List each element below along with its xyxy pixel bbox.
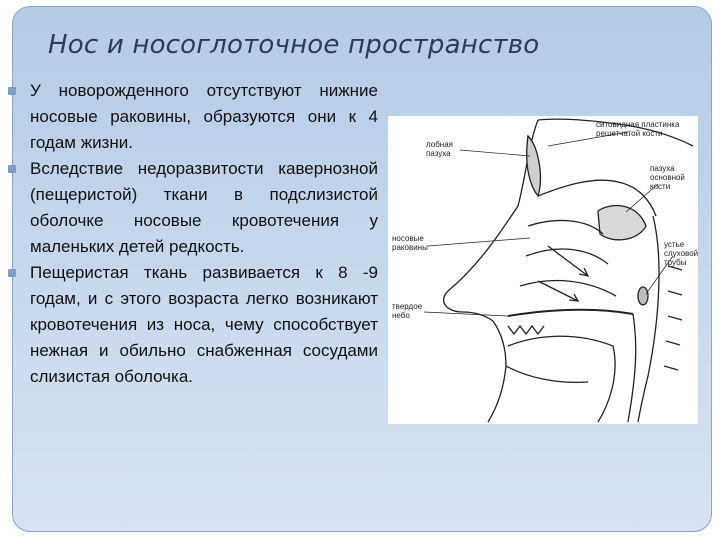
label-nosovye-1: носовые [392,234,424,243]
paragraph-1-text: У новорожденного отсутствуют нижние носо… [30,81,378,152]
bullet-icon [8,165,16,173]
paragraph-2-text: Вследствие недоразвитости кавернозной (п… [30,159,378,256]
label-sitovidnaya-2: решетчатой кости [596,129,663,138]
label-tverdoe-1: твердое [392,302,423,311]
paragraph-2: Вследствие недоразвитости кавернозной (п… [8,156,378,260]
paragraph-1: У новорожденного отсутствуют нижние носо… [8,78,378,156]
nasal-anatomy-figure: лобная пазуха ситовидная пластинка решет… [388,116,698,424]
label-pazukha-2: основной [650,173,685,182]
slide-title: Нос и носоглоточное пространство [48,30,540,60]
nasal-anatomy-drawing [423,118,694,423]
label-ustye-3: трубы [664,258,687,267]
label-ustye-2: слуховой [664,249,699,258]
paragraph-3-text: Пещеристая ткань развивается к 8 -9 года… [30,263,378,386]
bullet-icon [8,269,16,277]
label-tverdoe-2: небо [392,311,410,320]
label-lobnaya-1: лобная [426,140,453,149]
paragraph-3: Пещеристая ткань развивается к 8 -9 года… [8,260,378,390]
label-ustye-1: устье [664,240,685,249]
label-pazukha-1: пазуха [650,164,675,173]
label-sitovidnaya-1: ситовидная пластинка [596,120,680,129]
label-lobnaya-2: пазуха [426,149,451,158]
bullet-icon [8,87,16,95]
label-nosovye-2: раковины [392,243,428,252]
body-text: У новорожденного отсутствуют нижние носо… [8,78,378,390]
label-pazukha-3: кости [650,182,671,191]
